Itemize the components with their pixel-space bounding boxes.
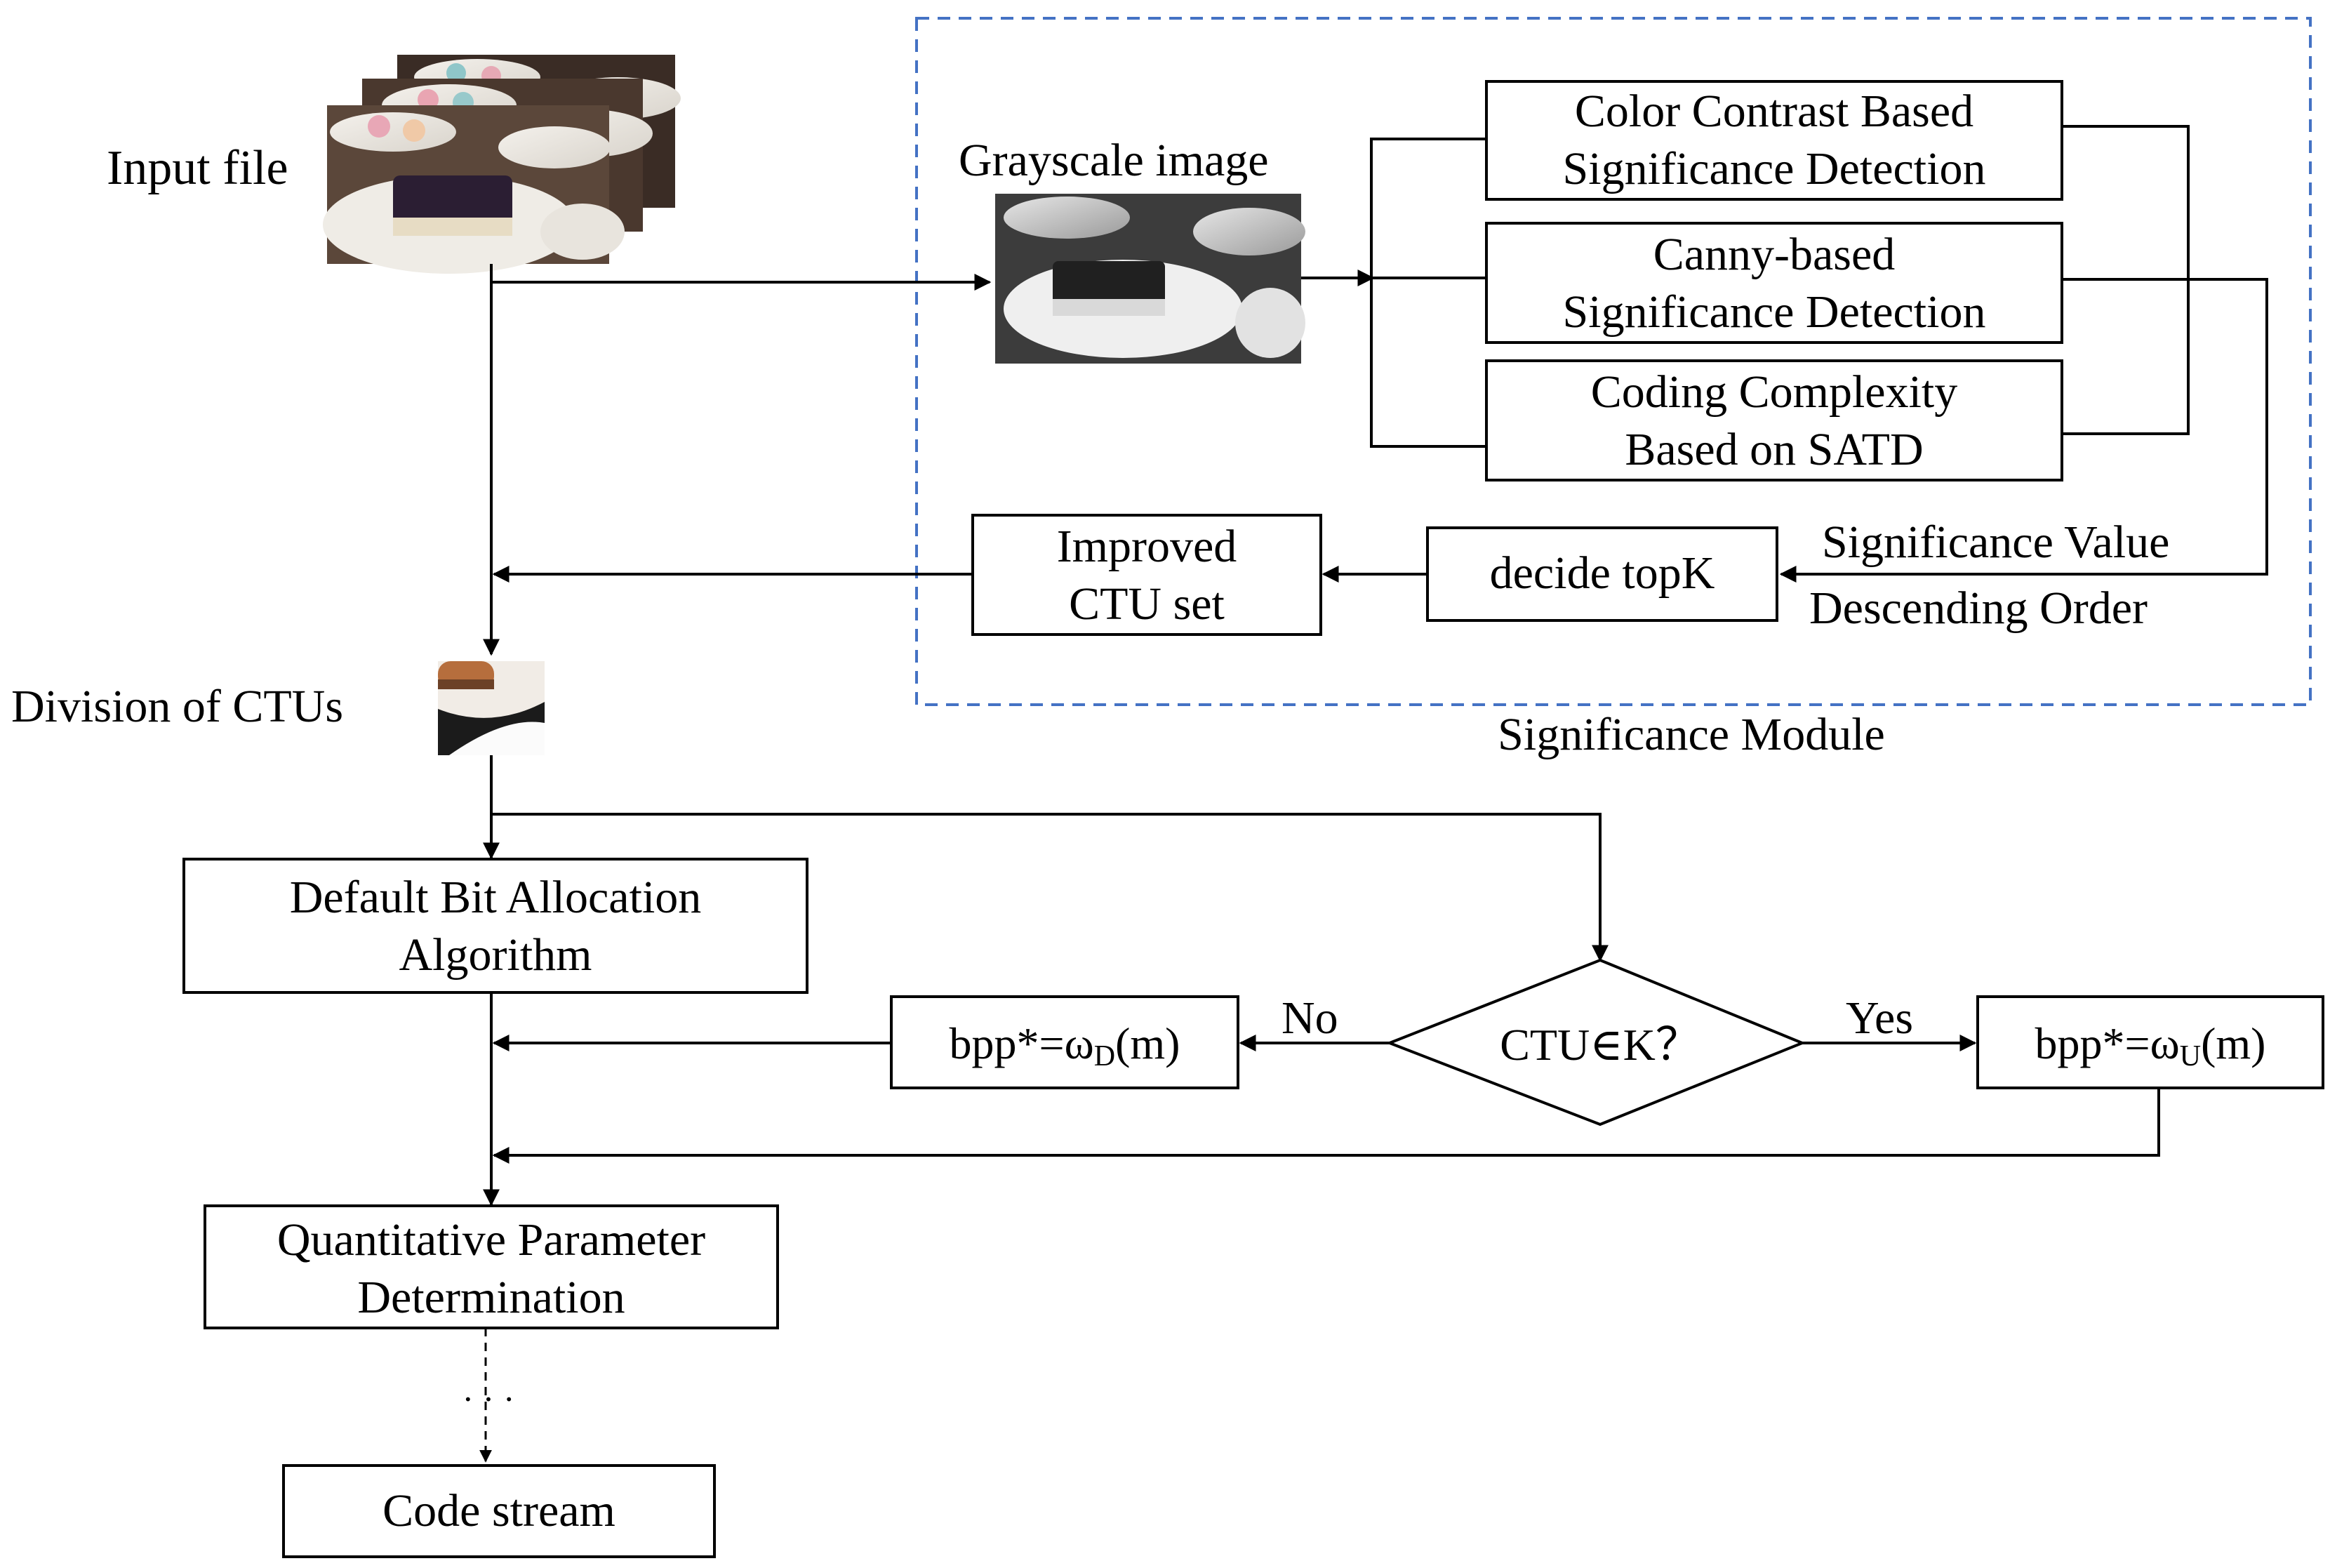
bpp-yes-prefix: bpp*=ω [2035, 1018, 2180, 1068]
input-file-images [323, 55, 681, 274]
input-file-label: Input file [107, 141, 288, 195]
default-bit-allocation-box: Default Bit Allocation Algorithm [182, 858, 808, 994]
bpp-yes-text: bpp*=ωU(m) [2035, 1018, 2266, 1072]
qp-line-1: Quantitative Parameter [277, 1214, 705, 1265]
coding-complexity-line-2: Based on SATD [1625, 424, 1923, 475]
improved-ctu-line-2: CTU set [1069, 578, 1225, 630]
bpp-no-text: bpp*=ωD(m) [950, 1018, 1180, 1072]
significance-value-label: Significance Value [1822, 517, 2169, 568]
qp-box: Quantitative Parameter Determination [204, 1204, 779, 1329]
color-contrast-box: Color Contrast Based Significance Detect… [1485, 80, 2063, 201]
detector-bracket-left [1370, 138, 1486, 448]
decision-text: CTU∈K？ [1500, 1020, 1700, 1070]
bpp-yes-box: bpp*=ωU(m) [1976, 995, 2324, 1089]
bpp-no-prefix: bpp*=ω [950, 1018, 1094, 1068]
division-of-ctus-label: Division of CTUs [11, 681, 343, 732]
input-frame-front [323, 105, 625, 274]
yes-label: Yes [1846, 992, 1913, 1044]
bpp-no-box: bpp*=ωD(m) [890, 995, 1239, 1089]
canny-box: Canny-based Significance Detection [1485, 222, 2063, 344]
significance-module-label: Significance Module [1498, 709, 1885, 760]
code-stream-box: Code stream [282, 1464, 716, 1558]
improved-ctu-line-1: Improved [1057, 521, 1237, 572]
arrow-to-decide-topk [1779, 278, 2268, 583]
grayscale-image [995, 194, 1305, 364]
no-label: No [1282, 992, 1338, 1044]
color-contrast-line-1: Color Contrast Based [1575, 86, 1973, 137]
grayscale-image-label: Grayscale image [959, 135, 1269, 186]
qp-line-2: Determination [357, 1272, 625, 1323]
bpp-no-sub: D [1094, 1040, 1115, 1072]
ctu-crop-image [438, 661, 545, 755]
bpp-yes-sub: U [2180, 1040, 2201, 1072]
arrow-bpp-yes-to-main [492, 1088, 2160, 1164]
canny-line-2: Significance Detection [1563, 286, 1986, 338]
canny-line-1: Canny-based [1653, 229, 1896, 280]
bpp-no-suffix: (m) [1115, 1018, 1180, 1068]
bpp-yes-suffix: (m) [2201, 1018, 2265, 1068]
default-bit-line-1: Default Bit Allocation [290, 872, 702, 923]
default-bit-line-2: Algorithm [399, 929, 592, 981]
color-contrast-line-2: Significance Detection [1563, 143, 1986, 194]
decide-topk-text: decide topK [1490, 547, 1715, 599]
decision-diamond: CTU∈K？ [1385, 958, 1806, 1127]
arrow-division-to-decision [491, 813, 1609, 962]
descending-order-label: Descending Order [1809, 583, 2148, 634]
improved-ctu-box: Improved CTU set [971, 514, 1322, 636]
decide-topk-box: decide topK [1426, 526, 1778, 622]
ellipsis-label: · · · [462, 1379, 515, 1418]
coding-complexity-box: Coding Complexity Based on SATD [1485, 359, 2063, 481]
coding-complexity-line-1: Coding Complexity [1591, 366, 1958, 418]
code-stream-text: Code stream [382, 1485, 615, 1536]
significance-module-frame [915, 17, 2312, 706]
